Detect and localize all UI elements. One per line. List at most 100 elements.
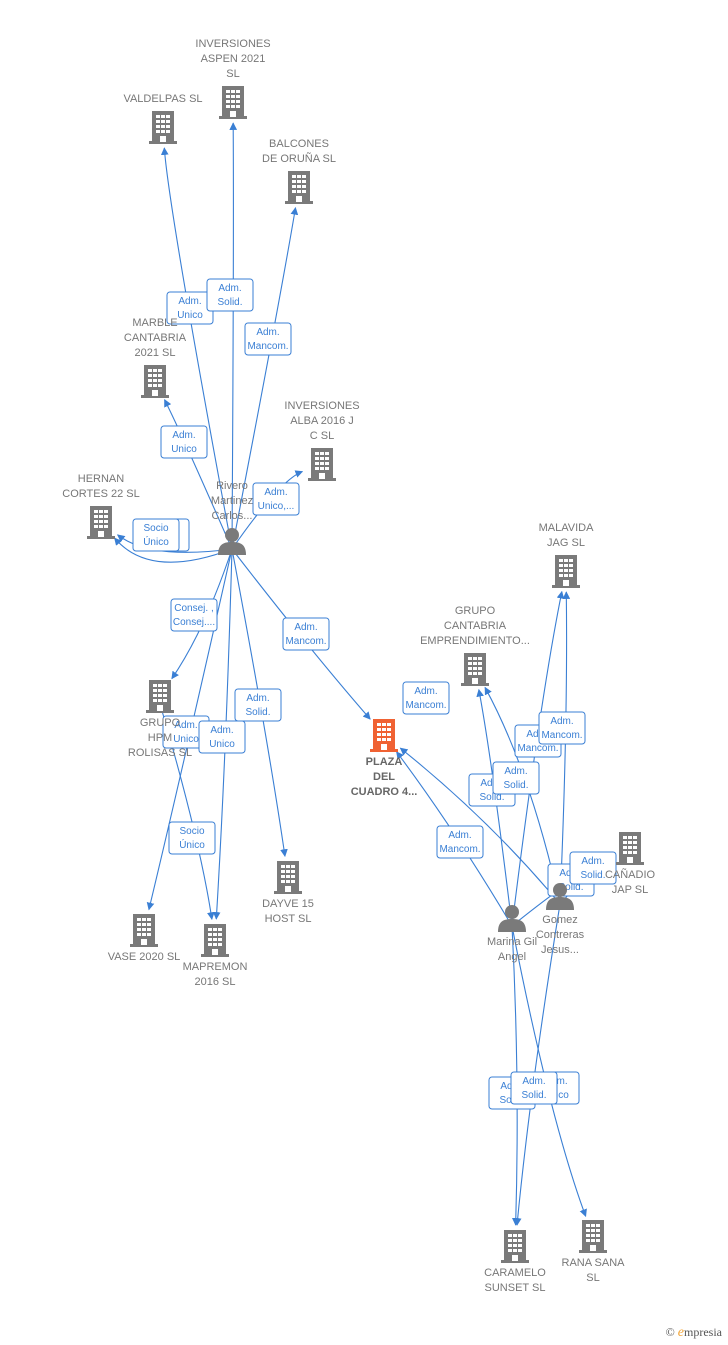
relation-label-text: Adm. <box>178 296 201 307</box>
node-label: CARAMELO <box>484 1267 546 1279</box>
node-label: DEL <box>373 771 395 783</box>
node-label: Jesus... <box>541 944 579 956</box>
brand-logo-initial: e <box>677 1325 684 1340</box>
relation-label[interactable]: Adm.Solid. <box>510 1071 558 1105</box>
node-label: Gomez <box>542 914 577 926</box>
building-icon <box>87 506 115 539</box>
relation-label-text: Adm. <box>264 487 287 498</box>
relation-label-text: Consej.... <box>173 617 215 628</box>
node-vase[interactable]: VASE 2020 SL <box>108 914 181 963</box>
relation-label-text: Mancom. <box>541 730 582 741</box>
node-label: HOST SL <box>265 913 312 925</box>
relation-label-text: Adm. <box>246 693 269 704</box>
building-icon <box>219 86 247 119</box>
node-label: GRUPO <box>140 717 181 729</box>
relation-label-text: Solid. <box>479 792 504 803</box>
node-label: VALDELPAS SL <box>123 93 202 105</box>
node-plaza[interactable]: PLAZA DEL CUADRO 4... <box>351 719 418 798</box>
relation-label-box <box>160 425 208 459</box>
relation-label-box <box>234 688 282 722</box>
relation-label[interactable]: Adm.Unico <box>162 715 210 749</box>
relation-label-box <box>132 518 180 552</box>
node-label: PLAZA <box>366 756 403 768</box>
node-label: Marina Gil <box>487 936 537 948</box>
relation-label[interactable]: Adm.Solid. <box>492 761 540 795</box>
relation-label[interactable]: Adm.Solid. <box>569 851 617 885</box>
node-label: CUADRO 4... <box>351 786 418 798</box>
node-label: CAÑADIO <box>605 868 656 881</box>
node-label: BALCONES <box>269 138 329 150</box>
node-label: JAG SL <box>547 537 585 549</box>
node-balcones[interactable]: BALCONES DE ORUÑA SL <box>262 138 336 204</box>
relation-label-text: Adm. <box>294 622 317 633</box>
node-label: ASPEN 2021 <box>201 53 266 65</box>
relation-label-text: Mancom. <box>405 700 446 711</box>
relation-label[interactable]: Adm.Unico <box>198 720 246 754</box>
relation-label-box <box>170 598 218 632</box>
node-label: CANTABRIA <box>444 620 507 632</box>
relation-label[interactable]: Consej. ,Consej.... <box>170 598 218 632</box>
relation-label[interactable]: Adm.Solid. <box>206 278 254 312</box>
relation-label-text: Adm. <box>526 729 549 740</box>
building-icon <box>285 171 313 204</box>
brand-logo-text: mpresia <box>684 1325 722 1339</box>
node-label: RANA SANA <box>562 1257 626 1269</box>
relation-label-text: Solid. <box>503 780 528 791</box>
node-label: 2016 SL <box>195 976 236 988</box>
relation-label-text: Unico <box>177 310 203 321</box>
relation-label-box <box>244 322 292 356</box>
node-label: GRUPO <box>455 605 496 617</box>
edges-layer <box>114 122 613 1226</box>
relation-label-text: Adm. <box>522 1076 545 1087</box>
relation-label[interactable]: Adm.Mancom. <box>244 322 292 356</box>
node-valdelpas[interactable]: VALDELPAS SL <box>123 93 203 144</box>
node-grupo_cantabria[interactable]: GRUPOCANTABRIAEMPRENDIMIENTO... <box>420 605 530 686</box>
relation-label[interactable]: Adm.Solid. <box>234 688 282 722</box>
node-mapremon[interactable]: MAPREMON 2016 SL <box>183 924 248 988</box>
node-label: DE ORUÑA SL <box>262 152 336 165</box>
building-icon <box>370 719 398 752</box>
relation-label[interactable]: Adm.Mancom. <box>402 681 450 715</box>
relation-edge-rivero-hernan <box>114 537 233 563</box>
node-rivero[interactable]: RiveroMartinezCarlos... <box>211 480 253 555</box>
node-label: MAPREMON <box>183 961 248 973</box>
node-label: Carlos... <box>212 510 253 522</box>
relation-label[interactable]: Adm.Unico <box>160 425 208 459</box>
node-label: C SL <box>310 430 334 442</box>
relation-label[interactable]: Adm. Unico <box>166 291 214 325</box>
relation-label-text: Unico <box>171 444 197 455</box>
node-rana[interactable]: RANA SANA SL <box>562 1220 626 1284</box>
relation-label[interactable]: Adm. Mancom. <box>538 711 586 745</box>
relation-label-box <box>569 851 617 885</box>
relation-label-text: Único <box>179 838 205 851</box>
relation-edge-marina-grupo_cantabria <box>476 688 513 927</box>
node-gomez[interactable]: GomezContrerasJesus... <box>536 883 585 956</box>
relation-label-text: Adm. <box>581 856 604 867</box>
building-icon <box>579 1220 607 1253</box>
node-label: SL <box>586 1272 599 1284</box>
relation-label[interactable]: Adm.Mancom. <box>436 825 484 859</box>
relation-label-text: Adm. <box>550 716 573 727</box>
building-icon <box>130 914 158 947</box>
relation-label-box <box>252 482 300 516</box>
node-label: VASE 2020 SL <box>108 951 181 963</box>
relation-label-text: Unico,... <box>258 501 295 512</box>
relation-label-box <box>492 761 540 795</box>
relation-label[interactable]: Adm. Unico,... <box>252 482 300 516</box>
node-label: Martinez <box>211 495 253 507</box>
copyright-credit[interactable]: © empresia <box>666 1325 722 1341</box>
relation-label[interactable]: Adm.Mancom. <box>282 617 330 651</box>
node-label: CANTABRIA <box>124 332 187 344</box>
